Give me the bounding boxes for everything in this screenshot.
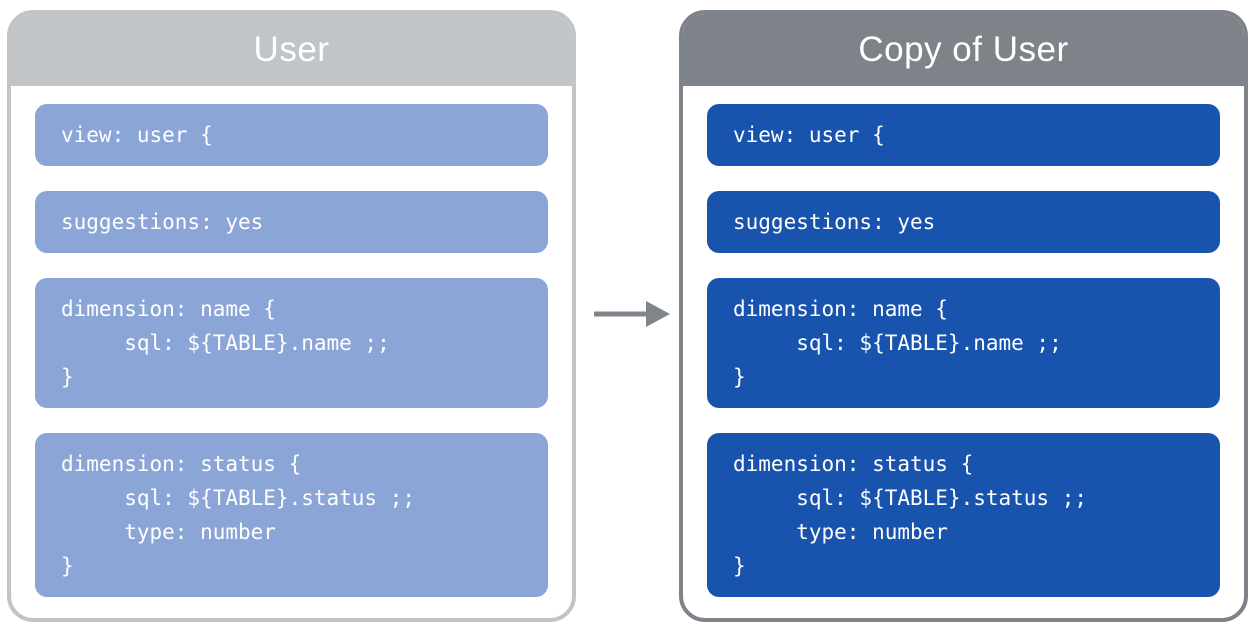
code-block-suggestions: suggestions: yes — [35, 191, 548, 253]
code-block-view-copy: view: user { — [707, 104, 1220, 166]
code-block-dimension-name: dimension: name { sql: ${TABLE}.name ;; … — [35, 278, 548, 408]
code-block-dimension-name-copy: dimension: name { sql: ${TABLE}.name ;; … — [707, 278, 1220, 408]
panel-copy-of-user-header: Copy of User — [683, 14, 1244, 86]
code-block-suggestions-copy: suggestions: yes — [707, 191, 1220, 253]
panel-user-title: User — [253, 30, 330, 69]
panel-copy-of-user-body: view: user { suggestions: yes dimension:… — [683, 86, 1244, 617]
panel-copy-of-user: Copy of User view: user { suggestions: y… — [679, 10, 1248, 622]
panel-user-body: view: user { suggestions: yes dimension:… — [11, 86, 572, 617]
code-block-dimension-status: dimension: status { sql: ${TABLE}.status… — [35, 433, 548, 597]
panel-user: User view: user { suggestions: yes dimen… — [7, 10, 576, 622]
code-block-view: view: user { — [35, 104, 548, 166]
code-block-dimension-status-copy: dimension: status { sql: ${TABLE}.status… — [707, 433, 1220, 597]
panel-copy-of-user-title: Copy of User — [858, 30, 1069, 69]
panel-user-header: User — [11, 14, 572, 86]
copy-arrow-icon — [594, 301, 670, 327]
